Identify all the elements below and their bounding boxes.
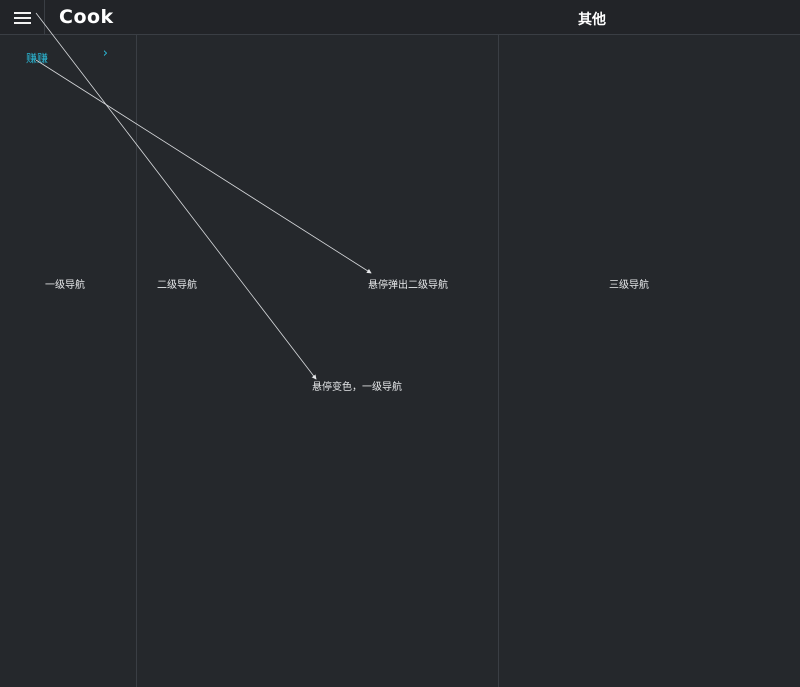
annotation-hover-color: 悬停变色，一级导航 — [312, 382, 402, 393]
annotation-hover-popup: 悬停弹出二级导航 — [368, 280, 448, 291]
label-level3-nav: 三级导航 — [609, 280, 649, 291]
page-title: 其他 — [578, 12, 606, 28]
top-bar: Cook 其他 — [0, 0, 800, 35]
sidebar-item-active[interactable]: 赚赚 › — [26, 46, 108, 65]
arrow-hover-color — [35, 12, 317, 380]
label-level1-nav: 一级导航 — [45, 280, 85, 291]
arrow-hover-popup — [35, 59, 372, 274]
sidebar-item-label: 赚赚 — [26, 52, 48, 65]
chevron-right-icon: › — [102, 46, 108, 61]
logo: Cook — [59, 6, 114, 28]
menu-icon[interactable] — [0, 0, 45, 35]
column-divider-1 — [136, 35, 137, 687]
label-level2-nav: 二级导航 — [157, 280, 197, 291]
column-divider-2 — [498, 35, 499, 687]
